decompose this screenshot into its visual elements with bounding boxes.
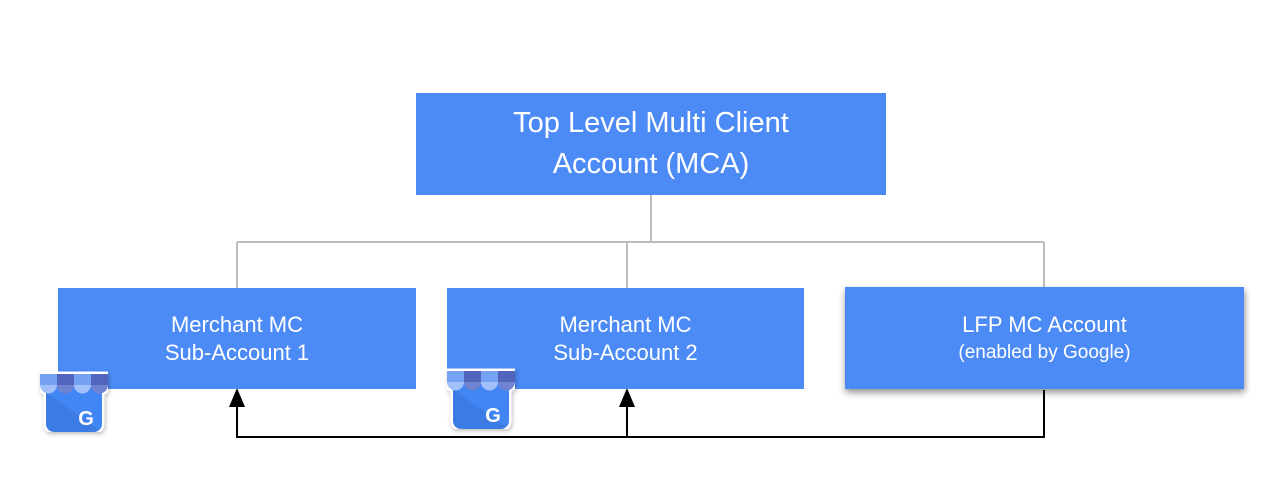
storefront-awning (447, 371, 515, 391)
arrow-line-lfp-to-sub1 (236, 390, 1045, 438)
storefront-body (453, 377, 509, 429)
node-label-line2: (enabled by Google) (958, 341, 1131, 363)
storefront-shade (453, 389, 509, 429)
google-my-business-icon: G (40, 371, 108, 432)
arrowhead-sub2-icon (619, 388, 635, 407)
google-my-business-icon: G (447, 368, 515, 429)
node-label-line2: Account (MCA) (552, 148, 750, 180)
storefront-awning (40, 374, 108, 394)
storefront-body (46, 380, 102, 432)
google-g-letter: G (485, 405, 501, 427)
arrowhead-sub1-icon (229, 388, 245, 407)
node-lfp-mc-account: LFP MC Account (enabled by Google) (845, 287, 1244, 389)
node-merchant-sub-account-1: Merchant MC Sub-Account 1 (58, 288, 416, 389)
storefront-shade (46, 392, 102, 432)
node-label-line1: Top Level Multi Client (513, 107, 789, 139)
node-label-line1: Merchant MC (559, 311, 692, 337)
node-label-line2: Sub-Account 1 (164, 339, 310, 365)
node-label-line1: Merchant MC (170, 311, 304, 337)
arrow-connectors (229, 388, 1045, 438)
node-label-line1: LFP MC Account (962, 311, 1127, 337)
node-merchant-sub-account-2: Merchant MC Sub-Account 2 (447, 288, 804, 389)
google-g-letter: G (78, 408, 94, 430)
node-top-level-mca: Top Level Multi Client Account (MCA) (416, 93, 886, 195)
node-label-line2: Sub-Account 2 (553, 339, 698, 365)
tree-connectors (236, 195, 1045, 288)
